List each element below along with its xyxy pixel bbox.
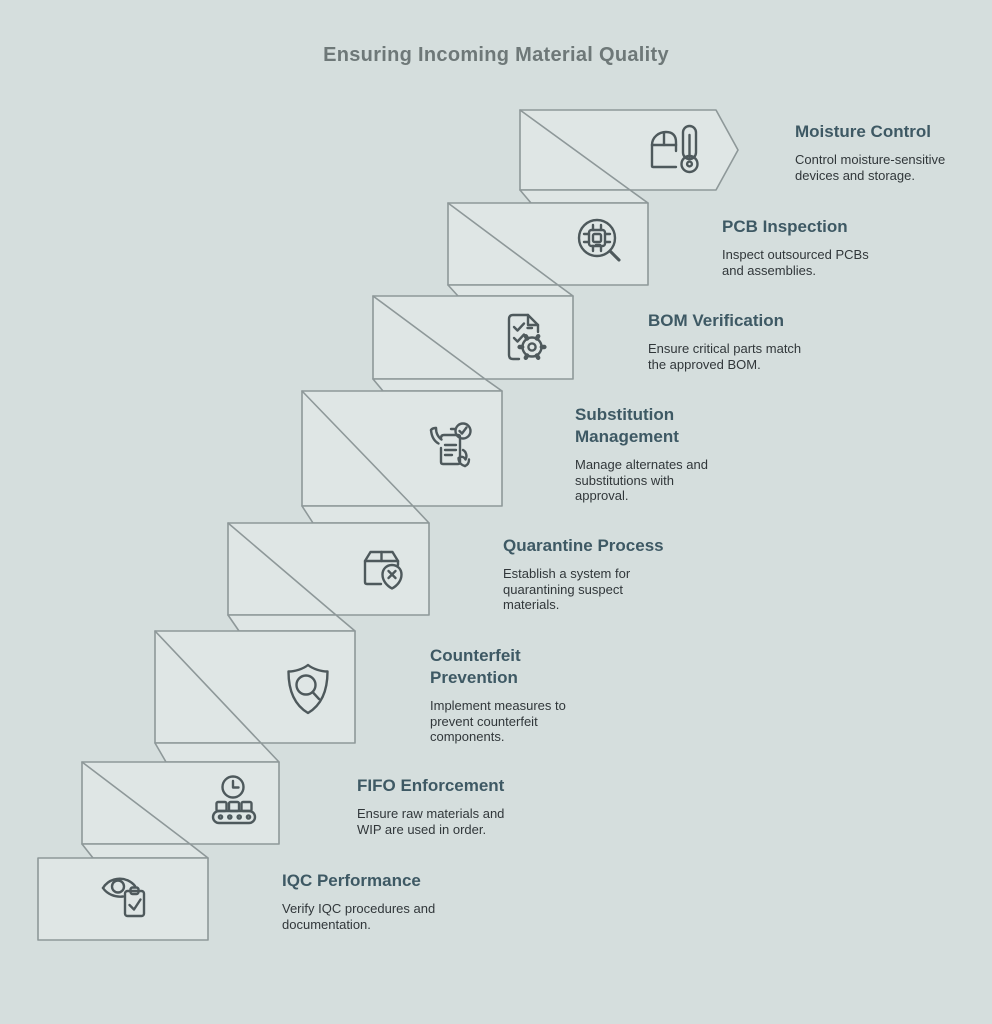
step-description: Verify IQC procedures and documentation.	[282, 901, 436, 932]
step-title: BOM Verification	[648, 311, 785, 330]
step-shape-counterfeit-prevention	[154, 630, 356, 763]
box-reject-badge-icon	[363, 550, 403, 590]
step-description: Implement measures to prevent counterfei…	[430, 698, 566, 744]
step-shape-substitution-management	[301, 390, 503, 524]
step-title: PCB Inspection	[722, 217, 848, 236]
step-text-block: PCB Inspection Inspect outsourced PCBs a…	[722, 216, 877, 278]
step-description: Inspect outsourced PCBs and assemblies.	[722, 247, 869, 278]
step-title: Moisture Control	[795, 122, 931, 141]
eye-clipboard-icon	[101, 877, 146, 918]
step-text-block: Counterfeit Prevention Implement measure…	[430, 645, 572, 745]
document-hands-check-icon	[429, 422, 472, 468]
step-shape-quarantine-process	[227, 522, 430, 632]
step-text-block: IQC Performance Verify IQC procedures an…	[282, 870, 447, 932]
step-description: Control moisture-sensitive devices and s…	[795, 152, 946, 183]
step-text-block: BOM Verification Ensure critical parts m…	[648, 310, 820, 372]
step-title: Counterfeit Prevention	[430, 646, 521, 687]
chip-magnifier-icon	[577, 218, 621, 262]
checklist-gear-icon	[507, 313, 547, 361]
step-shape-moisture-control	[519, 109, 739, 204]
step-shape-iqc-performance	[37, 857, 209, 941]
step-description: Establish a system for quarantining susp…	[503, 566, 631, 612]
step-text-block: Moisture Control Control moisture-sensit…	[795, 121, 965, 183]
step-title: IQC Performance	[282, 871, 421, 890]
step-text-block: Quarantine Process Establish a system fo…	[503, 535, 664, 613]
step-title: FIFO Enforcement	[357, 776, 505, 795]
step-text-block: Substitution Management Manage alternate…	[575, 404, 717, 504]
step-title: Substitution Management	[575, 405, 679, 446]
step-text-block: FIFO Enforcement Ensure raw materials an…	[357, 775, 514, 837]
step-description: Manage alternates and substitutions with…	[575, 457, 708, 503]
shield-magnifier-icon	[287, 663, 329, 715]
package-thermometer-icon	[650, 124, 699, 174]
page-title: Ensuring Incoming Material Quality	[323, 44, 669, 66]
clock-conveyor-icon	[211, 775, 257, 825]
step-description: Ensure critical parts match the approved…	[648, 341, 802, 372]
step-description: Ensure raw materials and WIP are used in…	[357, 806, 505, 837]
step-title: Quarantine Process	[503, 536, 664, 555]
